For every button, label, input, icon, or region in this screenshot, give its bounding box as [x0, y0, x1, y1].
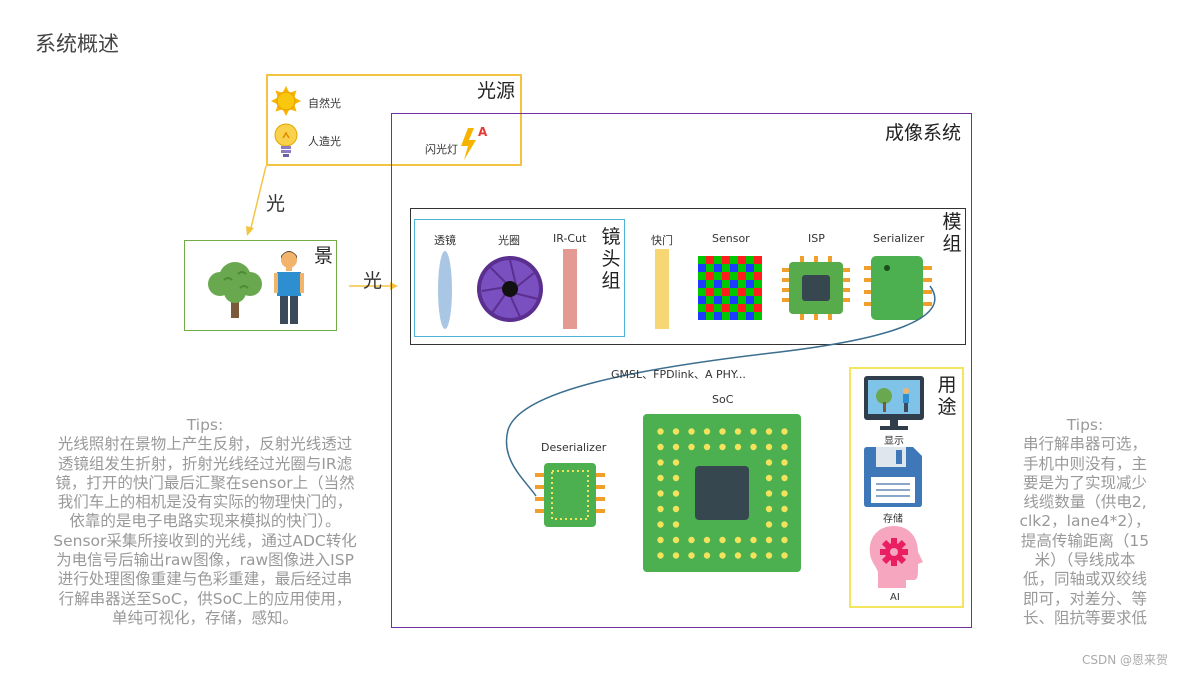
deserializer-label: Deserializer: [541, 441, 606, 454]
soc-pad-dot: [657, 506, 663, 512]
soc-pad-dot: [688, 444, 694, 450]
watermark: CSDN @恩来贺: [1082, 651, 1168, 668]
soc-pad-dot: [781, 459, 787, 465]
soc-pad-dot: [750, 552, 756, 558]
soc-pad-dot: [719, 552, 725, 558]
soc-pad-dot: [704, 444, 710, 450]
soc-pad-dot: [719, 537, 725, 543]
tips-left-line: 依靠的是电子电路实现来模拟的快门）。: [20, 512, 390, 531]
soc-pad-dot: [719, 428, 725, 434]
soc-pad-dot: [657, 521, 663, 527]
soc-label: SoC: [712, 393, 733, 406]
tips-right-line: 手机中则没有，主: [1000, 455, 1170, 474]
tips-left-title: Tips:: [20, 416, 390, 435]
tips-right-line: 长、阻抗等要求低: [1000, 609, 1170, 628]
soc-pad-dot: [735, 428, 741, 434]
soc-pad-dot: [704, 552, 710, 558]
soc-pad-dot: [781, 428, 787, 434]
soc-pad-dot: [688, 428, 694, 434]
soc-pad-dot: [657, 537, 663, 543]
tips-right-line: 低，同轴或双绞线: [1000, 570, 1170, 589]
soc-pad-dot: [657, 490, 663, 496]
tips-left: Tips: 光线照射在景物上产生反射，反射光线透过 透镜组发生折射，折射光线经过…: [20, 416, 390, 628]
soc-pad-dot: [766, 428, 772, 434]
tips-left-line: 镜，打开的快门最后汇聚在sensor上（当然: [20, 474, 390, 493]
soc-pad-dot: [781, 552, 787, 558]
tips-left-line: 为电信号后输出raw图像，raw图像进入ISP: [20, 551, 390, 570]
tips-right-line: 要是为了实现减少: [1000, 474, 1170, 493]
soc-pad-dot: [673, 552, 679, 558]
soc-pad-dot: [766, 459, 772, 465]
soc-pad-dot: [657, 552, 663, 558]
soc-pad-dot: [688, 552, 694, 558]
soc-pad-dot: [657, 475, 663, 481]
tips-right-title: Tips:: [1000, 416, 1170, 435]
soc-pad-dot: [766, 552, 772, 558]
tips-left-line: 行解串器送至SoC，供SoC上的应用使用，: [20, 590, 390, 609]
soc-pad-dot: [750, 428, 756, 434]
tips-right-line: 提高传输距离（15: [1000, 532, 1170, 551]
soc-pad-dot: [781, 475, 787, 481]
tips-right-line: 即可，对差分、等: [1000, 590, 1170, 609]
soc-pad-dot: [766, 490, 772, 496]
soc-pad-dot: [735, 537, 741, 543]
soc-pad-dot: [781, 506, 787, 512]
soc-pad-dot: [673, 506, 679, 512]
soc-pad-dot: [766, 506, 772, 512]
soc-pad-dot: [719, 444, 725, 450]
display-label: 显示: [884, 432, 904, 447]
soc-pad-dot: [781, 537, 787, 543]
tips-left-line: Sensor采集所接收到的光线，通过ADC转化: [20, 532, 390, 551]
soc-pad-dot: [673, 490, 679, 496]
tips-left-line: 透镜组发生折射，折射光线经过光圈与IR滤: [20, 455, 390, 474]
soc-pad-dot: [657, 444, 663, 450]
soc-pad-dot: [766, 475, 772, 481]
tips-left-line: 光线照射在景物上产生反射，反射光线透过: [20, 435, 390, 454]
soc-pad-dot: [688, 537, 694, 543]
storage-floppy-icon: [864, 447, 922, 507]
soc-pad-dot: [750, 537, 756, 543]
soc-pad-dot: [673, 475, 679, 481]
soc-pad-dot: [673, 459, 679, 465]
soc-pad-dot: [657, 459, 663, 465]
deserializer-chip-icon: [535, 463, 605, 529]
ai-label: AI: [890, 592, 900, 603]
tips-left-line: 单纯可视化，存储，感知。: [20, 609, 390, 628]
soc-pad-dot: [781, 444, 787, 450]
soc-pad-dot: [766, 537, 772, 543]
soc-pad-dot: [735, 444, 741, 450]
soc-chip-icon: [643, 414, 801, 572]
soc-pad-dot: [673, 537, 679, 543]
soc-pad-dot: [704, 428, 710, 434]
soc-pad-dot: [673, 444, 679, 450]
usage-title: 用途: [936, 374, 958, 418]
soc-pad-dot: [750, 444, 756, 450]
tips-left-line: 我们车上的相机是没有实际的物理快门的，: [20, 493, 390, 512]
link-protocols-label: GMSL、FPDlink、A PHY...: [611, 366, 746, 382]
soc-pad-dot: [704, 537, 710, 543]
tips-right-line: 米）（导线成本: [1000, 551, 1170, 570]
tips-right-line: 线缆数量（供电2,: [1000, 493, 1170, 512]
tips-left-line: 进行处理图像重建与色彩重建，最后经过串: [20, 570, 390, 589]
soc-pad-dot: [735, 552, 741, 558]
soc-pad-dot: [766, 521, 772, 527]
soc-pad-dot: [657, 428, 663, 434]
storage-label: 存储: [883, 510, 903, 525]
soc-pad-dot: [781, 490, 787, 496]
display-monitor-icon: [864, 376, 924, 432]
soc-pad-dot: [766, 444, 772, 450]
tips-right-line: 串行解串器可选，: [1000, 435, 1170, 454]
soc-pad-dot: [673, 521, 679, 527]
soc-die: [695, 466, 749, 520]
tips-right-line: clk2，lane4*2），: [1000, 512, 1170, 531]
soc-pad-dot: [781, 521, 787, 527]
ai-head-gear-icon: [866, 524, 926, 590]
soc-pad-dot: [673, 428, 679, 434]
tips-right: Tips: 串行解串器可选， 手机中则没有，主 要是为了实现减少 线缆数量（供电…: [1000, 416, 1170, 628]
